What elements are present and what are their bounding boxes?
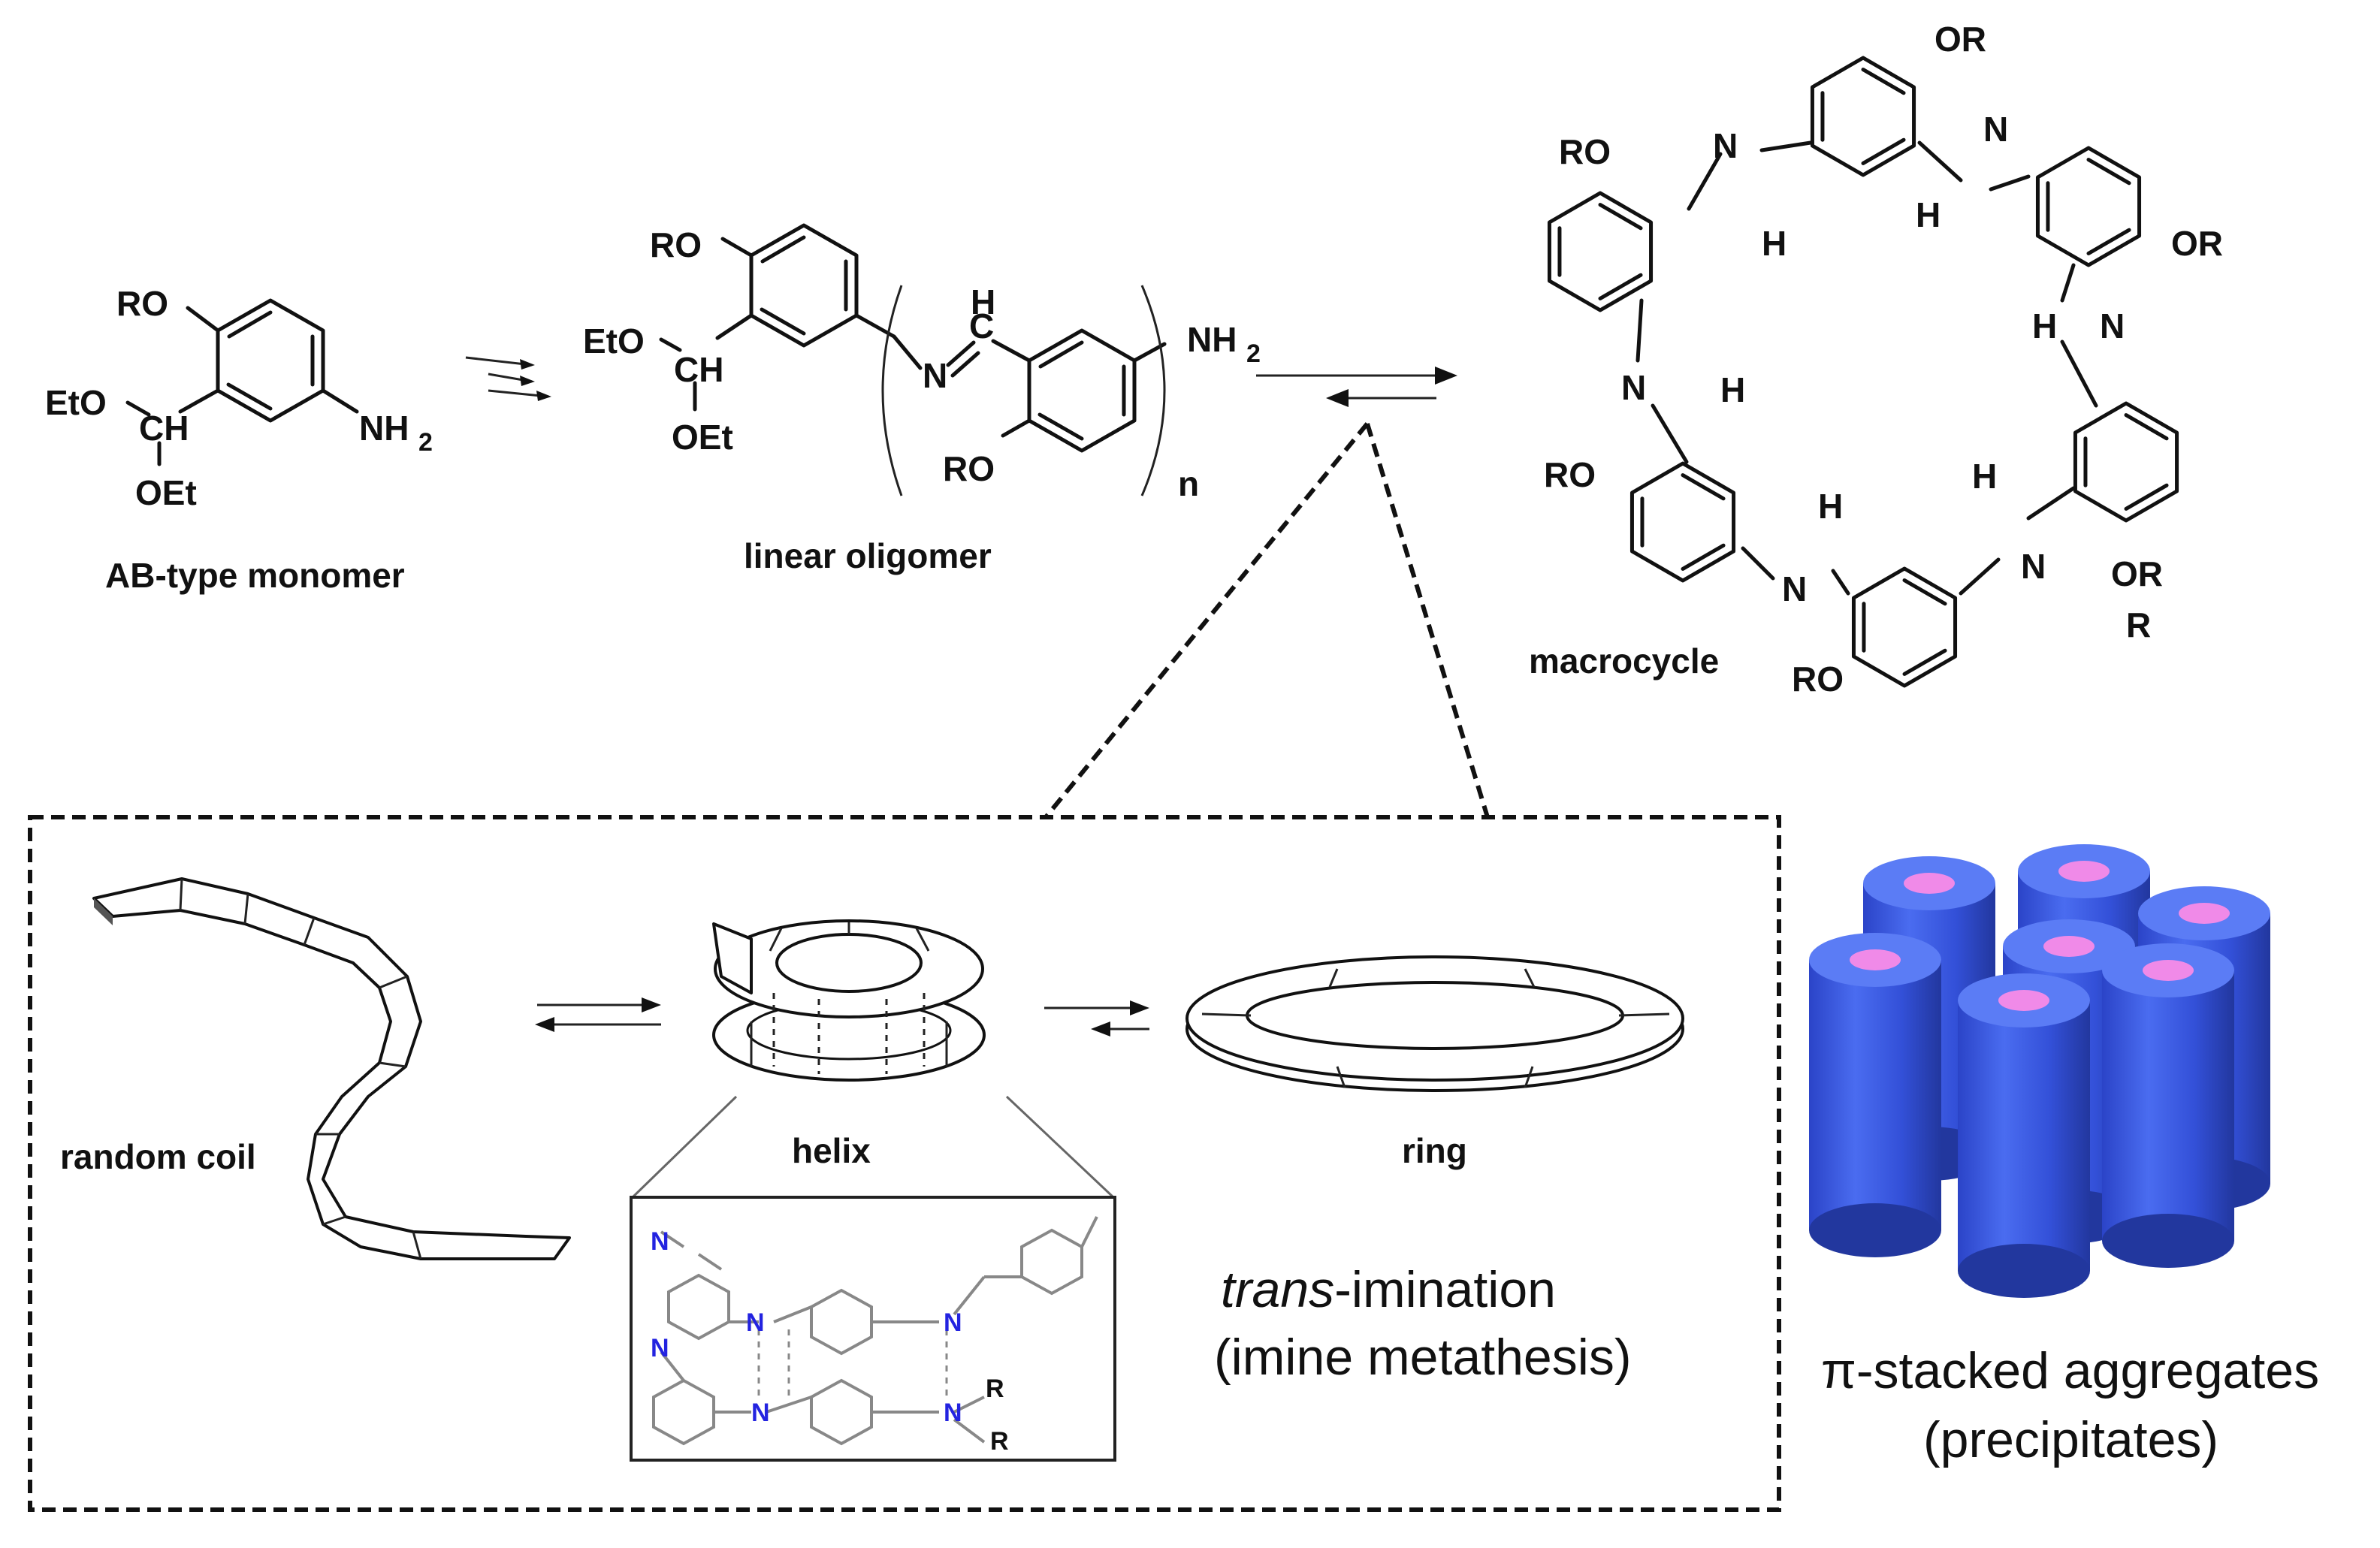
imine-metathesis-caption: (imine metathesis) [1214, 1329, 1632, 1386]
ring-caption: ring [1402, 1131, 1467, 1170]
macro-n-4: N [1621, 368, 1646, 407]
multistep-arrows [465, 356, 551, 401]
oligomer-ro-lower: RO [943, 449, 995, 488]
cylinder-aggregates [1809, 844, 2270, 1298]
monomer-benzene-ring [216, 298, 325, 423]
oligomer-ring-right [1027, 328, 1137, 453]
cylinder-front [1958, 973, 2090, 1298]
ring-ribbon: ring [1185, 955, 1684, 1170]
equilibrium-arrows-helix-ring [1044, 1000, 1149, 1037]
macro-h-1: H [1762, 224, 1787, 263]
trans-prefix: trans [1221, 1261, 1334, 1318]
macro-n-6: N [2021, 547, 2046, 586]
macro-h-3: H [2032, 306, 2057, 346]
oligomer-eto-label: EtO [583, 321, 645, 361]
macro-h-5: H [1818, 487, 1843, 526]
precipitates-caption: (precipitates) [1923, 1411, 2218, 1468]
macro-n-3: N [2100, 306, 2125, 346]
inset-n-2: N [746, 1308, 765, 1337]
cylinder-mid-left [1809, 933, 1941, 1257]
macro-or-3: OR [2171, 224, 2223, 263]
helix-ribbon: helix [712, 919, 986, 1170]
trans-imination-caption: trans-imination [1221, 1261, 1556, 1318]
oligomer-ch-label: CH [674, 350, 723, 389]
oligomer-paren-left [881, 285, 903, 496]
oligomer-ring-left [749, 223, 859, 348]
inset-r-1: R [986, 1374, 1004, 1403]
monomer-ro-label: RO [116, 284, 168, 323]
random-coil-caption: random coil [60, 1137, 256, 1176]
cylinder-mid-right [2102, 943, 2234, 1268]
oligomer-imine-h: H [971, 282, 995, 321]
inset-n-1: N [651, 1227, 669, 1256]
oligomer-oet-label: OEt [672, 418, 733, 457]
equilibrium-arrows-coil-helix [535, 997, 661, 1032]
oligomer-caption: linear oligomer [744, 536, 992, 575]
callout-dashed-lines [1044, 422, 1490, 819]
macro-ring-top [1810, 56, 1916, 177]
macro-n-2: N [1983, 110, 2008, 149]
imine-metathesis-inset: N N N N N N R R [630, 1196, 1116, 1462]
macro-or-2: RO [1559, 132, 1611, 171]
aggregates-caption: π-stacked aggregates [1821, 1342, 2319, 1399]
monomer-caption: AB-type monomer [105, 556, 405, 595]
oligomer-repeat-n: n [1178, 464, 1199, 503]
oligomer-imine-n: N [923, 356, 947, 395]
trans-rest: -imination [1334, 1261, 1556, 1318]
zoom-line-left [631, 1095, 738, 1199]
macro-ring-bottom [1851, 566, 1958, 688]
macro-or-4: RO [1544, 455, 1596, 494]
macro-h-2: H [1916, 195, 1941, 234]
macro-ring-left-bottom [1629, 461, 1736, 583]
oligomer-nh-label: NH [1187, 320, 1237, 359]
macro-or-1: OR [1935, 20, 1986, 59]
helix-caption: helix [792, 1131, 871, 1170]
random-coil-ribbon: random coil [60, 877, 571, 1260]
inset-n-6: N [944, 1399, 962, 1427]
equilibrium-arrows-main [1256, 367, 1457, 407]
macro-r-5: R [2126, 605, 2151, 644]
macrocycle-structure: OR RO OR RO OR R RO N N N N N N H H H H H H [1544, 20, 2223, 699]
macrocycle-caption: macrocycle [1529, 641, 1719, 680]
oligomer-imine-c: C [969, 306, 994, 346]
oligomer-structure: RO EtO CH OEt N C H RO NH 2 n linear oli… [583, 223, 1261, 575]
oligomer-nh-subscript: 2 [1246, 339, 1261, 368]
macro-ring-top-right [2035, 146, 2142, 267]
conformation-box [28, 815, 1781, 1512]
monomer-structure: RO EtO CH OEt NH 2 AB-type monomer [45, 284, 433, 595]
inset-n-5: N [751, 1399, 770, 1427]
zoom-line-right [1005, 1095, 1115, 1199]
macro-ring-right [2073, 401, 2179, 523]
monomer-nh-subscript: 2 [418, 428, 433, 457]
macro-or-5: OR [2111, 554, 2163, 593]
monomer-oet-label: OEt [135, 473, 197, 512]
inset-n-4: N [651, 1334, 669, 1362]
macro-n-5: N [1782, 569, 1807, 608]
inset-n-3: N [944, 1308, 962, 1337]
oligomer-ro-label: RO [650, 225, 702, 264]
monomer-nh-label: NH [359, 409, 409, 448]
inset-r-2: R [990, 1427, 1009, 1456]
macro-ring-left-top [1547, 191, 1654, 312]
macro-or-6: RO [1792, 659, 1844, 699]
monomer-ch-label: CH [139, 409, 189, 448]
monomer-eto-label: EtO [45, 383, 107, 422]
macro-h-6: H [1972, 457, 1997, 496]
macro-h-4: H [1720, 370, 1745, 409]
macro-n-1: N [1713, 126, 1738, 165]
oligomer-paren-right [1140, 285, 1166, 496]
